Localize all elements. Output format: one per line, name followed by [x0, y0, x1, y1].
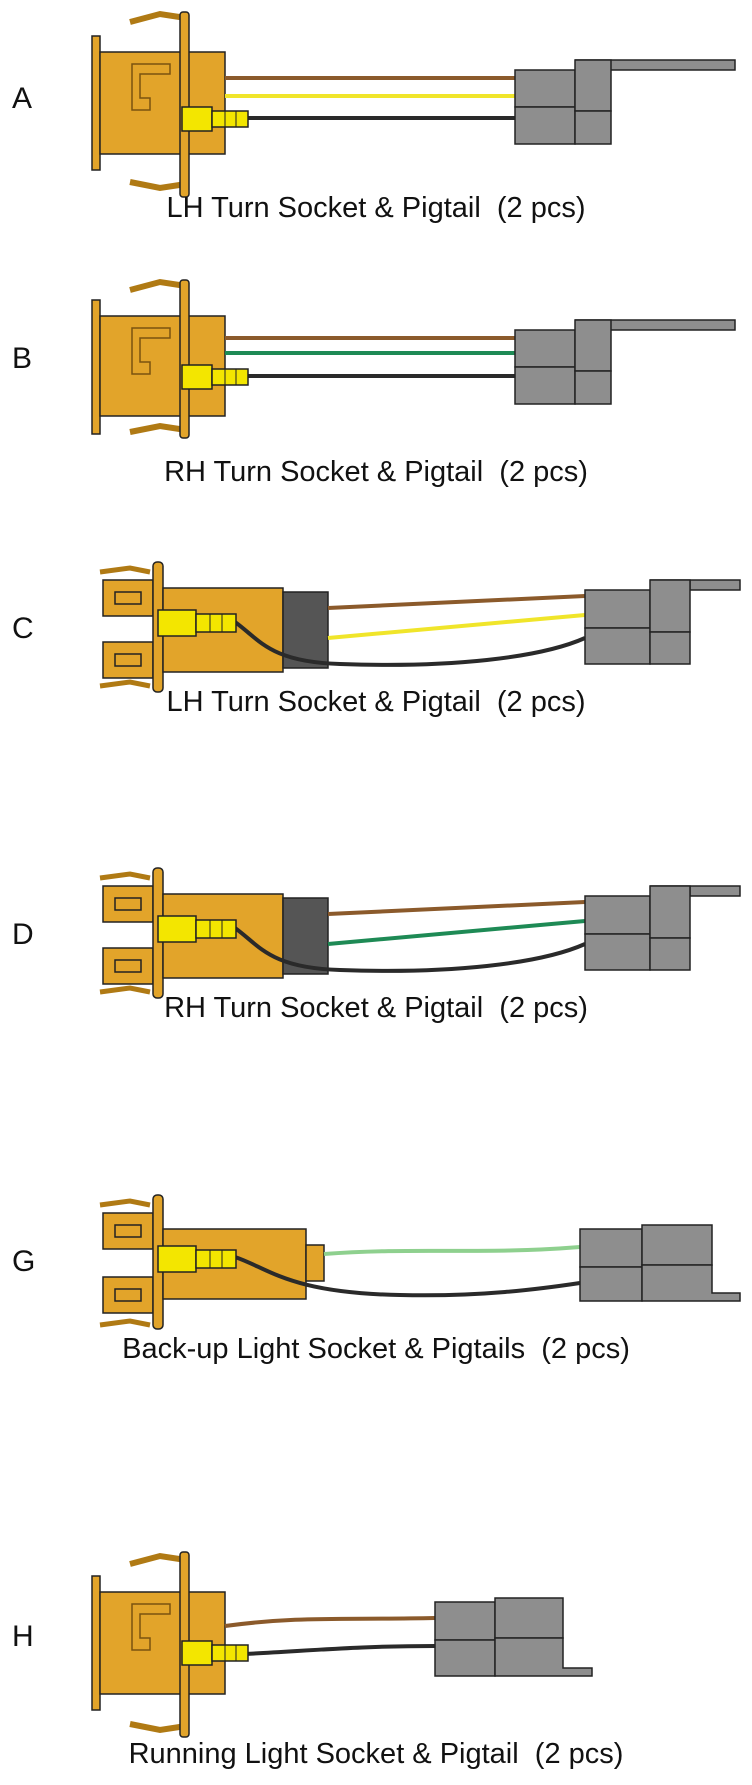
spade-terminal [157, 915, 237, 943]
connector-housing [584, 579, 741, 665]
wires [225, 336, 515, 378]
wires [234, 1245, 581, 1298]
spade-terminal [181, 1640, 249, 1666]
part-letter: D [12, 918, 34, 951]
part-letter: H [12, 1620, 34, 1653]
part-a: A LH Turn Socket & Pigtail (2 pc [0, 0, 752, 250]
connector-housing [579, 1224, 741, 1302]
flange-socket [91, 10, 226, 198]
part-letter: A [12, 82, 33, 115]
connector-housing [514, 319, 736, 405]
pigtail-diagram-c [99, 561, 741, 693]
spade-terminal [181, 106, 249, 132]
connector-housing [514, 59, 736, 145]
part-c: C LH Turn So [0, 561, 752, 830]
flange-socket [91, 278, 226, 439]
connector-housing [584, 885, 741, 971]
part-letter: B [12, 342, 33, 375]
wires [224, 1616, 436, 1656]
connector-housing [434, 1597, 593, 1677]
part-caption: Back-up Light Socket & Pigtails (2 pcs) [122, 1333, 630, 1365]
bayonet-socket [99, 561, 329, 693]
wires [233, 594, 586, 667]
pigtail-diagram-a [91, 10, 736, 198]
part-caption: Running Light Socket & Pigtail (2 pcs) [128, 1738, 624, 1770]
part-caption: LH Turn Socket & Pigtail (2 pcs) [166, 192, 586, 224]
part-letter: G [12, 1245, 36, 1278]
pigtail-diagram-b [91, 278, 736, 439]
part-h: H Running Light Socket & Pigtail (2 pcs) [0, 1520, 752, 1785]
pigtail-diagram-h [91, 1551, 593, 1738]
pigtail-diagram-g [99, 1194, 741, 1330]
part-caption: RH Turn Socket & Pigtail (2 pcs) [164, 992, 588, 1024]
part-caption: LH Turn Socket & Pigtail (2 pcs) [166, 686, 586, 718]
spade-terminal [157, 1245, 237, 1273]
part-caption: RH Turn Socket & Pigtail (2 pcs) [164, 456, 588, 488]
part-b: B RH Turn Socket & Pigtail (2 pc [0, 278, 752, 530]
wires [233, 900, 586, 973]
flange-socket [91, 1551, 226, 1738]
spade-terminal [181, 364, 249, 390]
pigtail-diagram-d [99, 867, 741, 999]
part-d: D RH Turn So [0, 867, 752, 1136]
spade-terminal [157, 609, 237, 637]
wires [225, 76, 515, 120]
part-g: G Back-up Light Socket & P [0, 1194, 752, 1459]
part-letter: C [12, 612, 34, 645]
